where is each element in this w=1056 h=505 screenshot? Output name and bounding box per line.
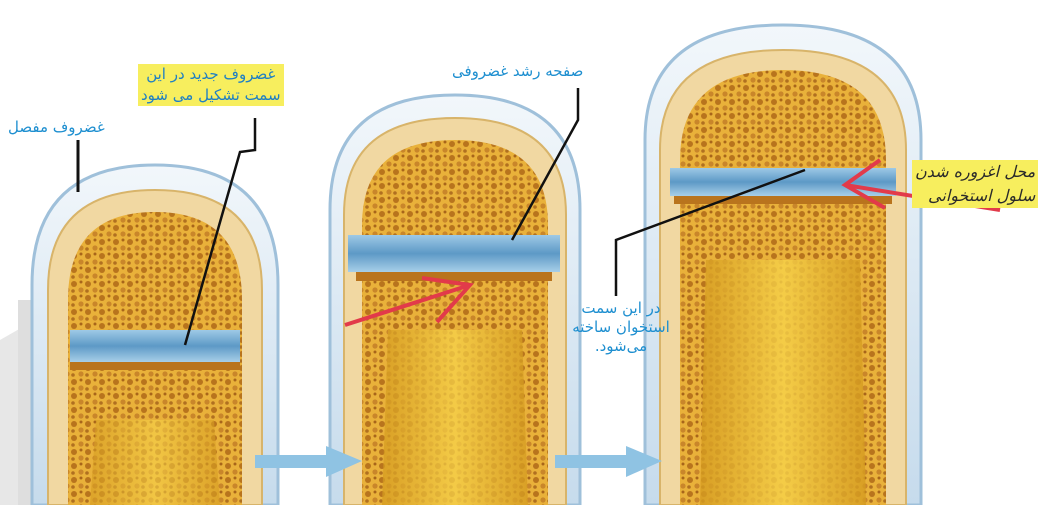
label-new-cartilage-line1: غضروف جدید در این xyxy=(138,64,284,85)
label-new-cartilage-line2: سمت تشکیل می شود xyxy=(138,85,284,106)
bone-stage-3 xyxy=(645,25,921,505)
label-ossification-line1: محل اغزوره شدن xyxy=(912,160,1038,184)
label-articular-cartilage: غضروف مفصل xyxy=(8,118,105,137)
label-growth-plate: صفحه رشد غضروفی xyxy=(452,62,583,81)
bone-stage-1 xyxy=(32,165,278,505)
label-ossification-site: محل اغزوره شدن سلول استخوانی xyxy=(912,160,1038,208)
label-new-cartilage: غضروف جدید در این سمت تشکیل می شود xyxy=(138,64,284,106)
label-bone-formed-line1: در این سمت xyxy=(562,299,680,318)
label-bone-formed: در این سمت استخوان ساخته می‌شود. xyxy=(562,299,680,356)
label-bone-formed-line2: استخوان ساخته xyxy=(562,318,680,337)
label-ossification-line2: سلول استخوانی xyxy=(912,184,1038,208)
label-bone-formed-line3: می‌شود. xyxy=(562,337,680,356)
